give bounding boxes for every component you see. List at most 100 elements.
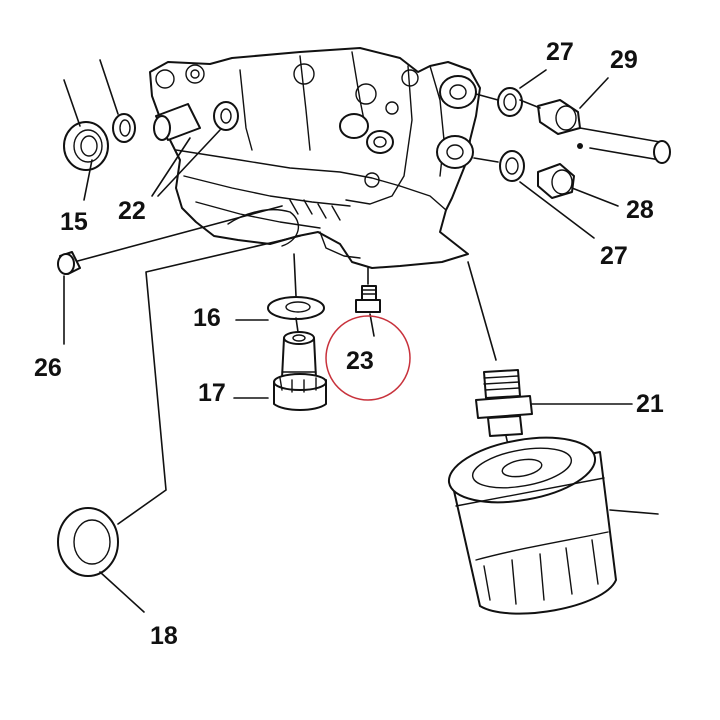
case-bolt-4 (355, 83, 377, 105)
callout-28: 28 (626, 196, 654, 224)
bushing-22-end (153, 115, 171, 141)
leader-29 (579, 77, 609, 109)
case-rib-4 (239, 69, 253, 151)
bolt-29 (537, 99, 581, 135)
part-23-bolt (325, 267, 411, 401)
plug-28-face (551, 169, 573, 195)
leader-lines-long (73, 205, 301, 525)
leader-28 (571, 187, 619, 207)
leader-18 (117, 235, 301, 525)
case-bolt-6 (385, 101, 399, 115)
part-22-bushings (151, 101, 239, 197)
case-lip (319, 231, 361, 259)
case-bolt-5 (401, 69, 419, 87)
lower-port-boss (436, 135, 474, 169)
case-rib-1 (175, 149, 401, 187)
leader-22b (157, 129, 221, 197)
filter-gasket (471, 447, 573, 489)
leader-15 (83, 159, 93, 201)
bolt-23-head (355, 299, 381, 313)
seal-15-ring-inner (119, 119, 131, 137)
case-rib-8 (399, 185, 447, 211)
case-rib-2 (183, 175, 351, 207)
callout-27: 27 (600, 242, 628, 270)
washer-27-upper (497, 87, 523, 117)
filter-center-hole (501, 458, 543, 478)
leader-15-upper (63, 79, 81, 127)
plug-17-head-top (273, 373, 327, 391)
washer-27-lower (499, 150, 525, 182)
filter-flutes (483, 539, 599, 605)
part-15-seal (63, 59, 136, 201)
axis-27-upper (475, 93, 499, 101)
case-bolt-2 (185, 64, 205, 84)
callout-18: 18 (150, 622, 178, 650)
upper-port-bore (449, 84, 467, 100)
plug-17-knurl (279, 377, 317, 393)
case-bolt-1 (155, 69, 175, 89)
callout-17: 17 (198, 379, 226, 407)
plug-17-tip (283, 331, 315, 345)
engine-case (149, 47, 481, 269)
leader-18-label (99, 571, 145, 613)
case-hatching (289, 199, 341, 221)
case-outline (149, 47, 481, 269)
washer-18-inner (73, 519, 111, 565)
leader-26-case (73, 205, 283, 263)
upper-port-boss (439, 75, 477, 109)
leader-15b-upper (99, 59, 119, 115)
washer-27-upper-hole (503, 93, 517, 111)
axis-21 (467, 261, 497, 361)
dowel-22-bore (220, 108, 232, 124)
case-bolt-3 (293, 63, 315, 85)
bolt-29-face (555, 105, 577, 131)
seal-15-ring (112, 113, 136, 143)
callout-29: 29 (610, 46, 638, 74)
case-bolt-7 (364, 172, 380, 188)
callout-26: 26 (34, 354, 62, 382)
case-fitting-1 (339, 113, 369, 139)
plug-17-bore (292, 334, 306, 342)
callout-23: 23 (346, 347, 374, 375)
seal-15-inner (80, 135, 98, 157)
washer-27-lower-hole (505, 157, 519, 175)
case-rib-3 (195, 201, 321, 229)
callout-22: 22 (118, 197, 146, 225)
callout-labels: 15 22 16 17 23 18 26 27 28 29 27 21 (34, 38, 664, 650)
callout-27-top: 27 (546, 38, 574, 66)
bolt-26-face (57, 253, 75, 275)
callout-15: 15 (60, 208, 88, 236)
washer-18-outer (57, 507, 119, 577)
lower-port-bore (446, 144, 464, 160)
union-thread-lines (483, 375, 520, 391)
bolt-23-thread-lines (361, 289, 377, 295)
case-rib-7 (345, 65, 413, 205)
filter-flute-top (475, 531, 609, 561)
leader-22a (151, 137, 191, 197)
axis-17 (295, 317, 299, 333)
callout-16: 16 (193, 304, 221, 332)
pipe-line-2 (589, 147, 661, 161)
seal-15-mid (73, 129, 103, 163)
union-neck (487, 415, 523, 437)
part-26-bolt (57, 251, 81, 345)
pipe-line (579, 127, 661, 143)
part-17-plug (233, 317, 327, 411)
leader-23 (369, 313, 375, 337)
part-16-washer (235, 253, 325, 321)
filter-band (455, 477, 605, 507)
parts-27-29 (473, 69, 671, 239)
washer-16-hole (285, 301, 311, 313)
case-rib-5 (299, 55, 311, 151)
pipe-end (653, 140, 671, 164)
plug-28 (537, 163, 575, 199)
pipe-dot (577, 143, 583, 149)
leader-27 (519, 181, 595, 239)
highlight-circle-23 (325, 315, 411, 401)
bolt-23-thread (361, 285, 377, 301)
dowel-22 (213, 101, 239, 131)
axis-16 (293, 253, 297, 297)
case-fitting-2 (366, 130, 394, 154)
